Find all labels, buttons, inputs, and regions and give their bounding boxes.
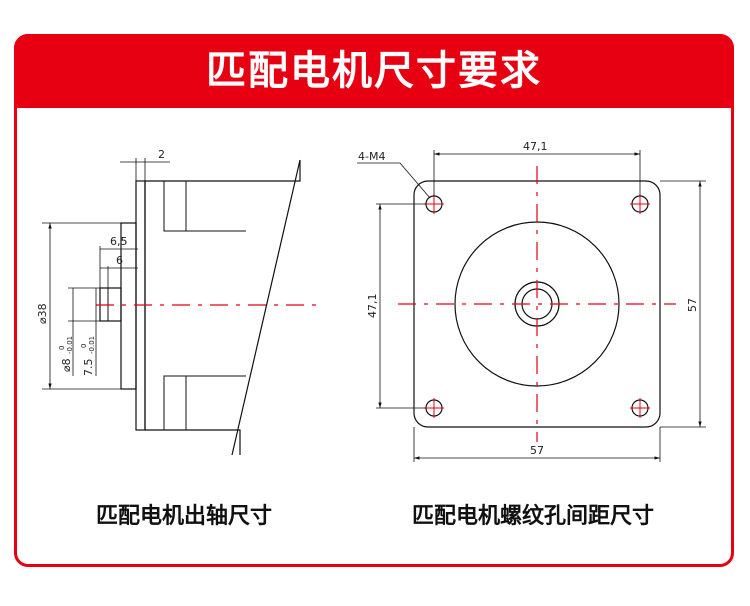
- label-flat-tol-upper: 0: [80, 344, 88, 348]
- label-body-width: 57: [530, 444, 544, 457]
- hole-bl-cross: [424, 398, 444, 418]
- front-view-labels: 4-M4 47,1 57 47,1 57: [358, 140, 699, 457]
- label-shaft-tol-upper: 0: [58, 346, 66, 350]
- motor-body-edge: [231, 159, 301, 456]
- label-flat-length: 6: [116, 254, 123, 267]
- label-flat-tol-lower: -0.01: [88, 336, 96, 354]
- label-shaft-length-total: 6,5: [110, 235, 128, 248]
- label-boss-diameter: ⌀38: [36, 303, 49, 324]
- front-view-drawing: [357, 150, 706, 462]
- hole-tl-cross: [424, 194, 444, 214]
- hole-leader: [357, 162, 431, 199]
- title-banner: 匹配电机尺寸要求: [14, 34, 734, 108]
- label-hole-spacing-h: 47,1: [523, 140, 548, 153]
- caption-shaft-dimensions: 匹配电机出轴尺寸: [96, 504, 273, 529]
- caption-hole-spacing: 匹配电机螺纹孔间距尺寸: [412, 504, 655, 529]
- hole-br-cross: [630, 398, 650, 418]
- label-shaft-tol-lower: -0.01: [66, 336, 74, 354]
- page-title: 匹配电机尺寸要求: [206, 48, 542, 94]
- side-view-labels: 2 6,5 6 ⌀38 ⌀8 0 -0.01 7.5 0 -0.01: [36, 148, 165, 376]
- lower-block: [163, 375, 187, 431]
- hole-tr-cross: [630, 194, 650, 214]
- side-view-drawing: [42, 158, 320, 456]
- label-hole-spec: 4-M4: [358, 150, 385, 163]
- label-hole-spacing-v: 47,1: [366, 294, 379, 319]
- label-body-height: 57: [686, 298, 699, 312]
- motor-body-outline: [144, 160, 301, 455]
- label-shaft-diameter: ⌀8: [60, 358, 73, 372]
- label-flat-size: 7.5: [82, 359, 95, 377]
- label-flange-thickness: 2: [158, 148, 165, 161]
- upper-block: [163, 180, 187, 232]
